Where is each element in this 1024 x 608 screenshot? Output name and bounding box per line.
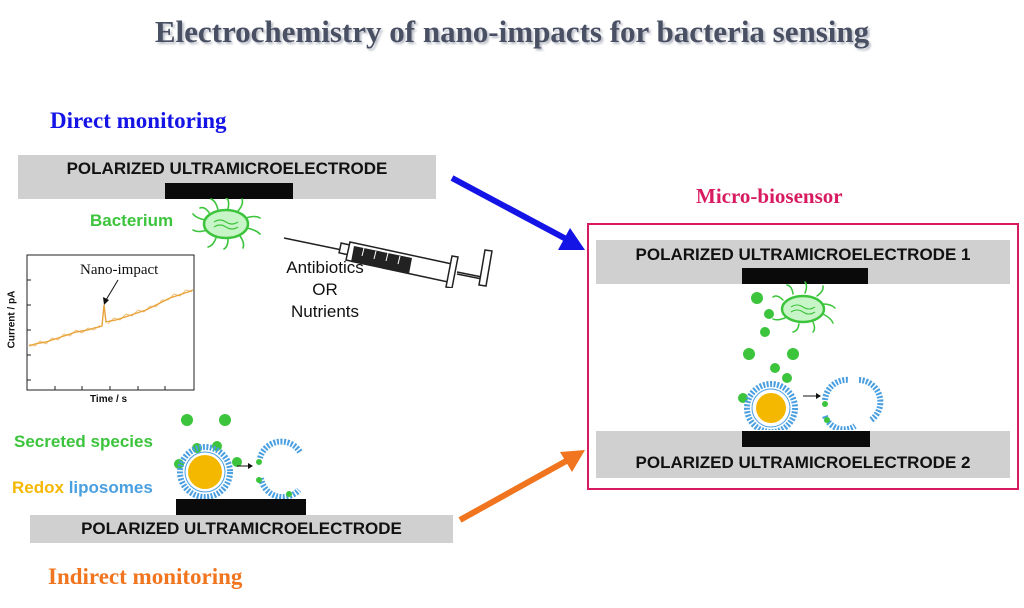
biosensor-scene <box>738 281 884 430</box>
micro-biosensor-box <box>587 223 1019 490</box>
liposomes-word: liposomes <box>68 478 153 497</box>
biosensor-electrode-1: POLARIZED ULTRAMICROELECTRODE 1 <box>596 240 1010 284</box>
syringe-label-line3: Nutrients <box>290 302 360 321</box>
page-title: Electrochemistry of nano-impacts for bac… <box>154 14 870 49</box>
connector-arrows <box>450 175 585 523</box>
syringe-label-line2: OR <box>312 280 338 299</box>
nano-impact-plot <box>26 254 195 391</box>
bacterium-label: Bacterium <box>90 211 174 230</box>
syringe-label: Antibiotics OR Nutrients <box>270 257 380 323</box>
plot-ylabel: Current / pA <box>6 290 18 349</box>
biosensor-electrode-1-tip <box>742 268 868 284</box>
biosensor-electrode-2-tip <box>742 431 870 447</box>
indirect-electrode-label: POLARIZED ULTRAMICROELECTRODE <box>81 519 402 538</box>
direct-monitoring-heading: Direct monitoring <box>50 108 227 133</box>
bacterium-icon <box>192 198 261 250</box>
direct-arrow-head <box>558 228 585 250</box>
direct-electrode-tip <box>165 183 293 199</box>
plot-xlabel: Time / s <box>90 394 128 405</box>
indirect-monitoring-heading: Indirect monitoring <box>48 564 243 589</box>
indirect-electrode: POLARIZED ULTRAMICROELECTRODE <box>30 515 453 543</box>
direct-arrow-shaft <box>450 175 570 243</box>
indirect-arrow-head <box>560 450 585 472</box>
syringe-label-line1: Antibiotics <box>286 258 364 277</box>
nano-impact-annotation: Nano-impact <box>80 262 159 278</box>
syringe-icon <box>283 237 493 288</box>
redox-liposomes-label: Redox liposomes <box>12 478 153 498</box>
indirect-liposome-scene <box>174 414 303 501</box>
micro-biosensor-heading: Micro-biosensor <box>696 184 843 208</box>
redox-word: Redox <box>12 478 64 497</box>
biosensor-electrode-1-label: POLARIZED ULTRAMICROELECTRODE 1 <box>635 245 971 264</box>
secreted-species-label: Secreted species <box>14 432 153 451</box>
indirect-arrow-shaft <box>458 457 570 523</box>
direct-electrode-label: POLARIZED ULTRAMICROELECTRODE <box>66 159 388 178</box>
indirect-electrode-tip <box>176 499 306 515</box>
